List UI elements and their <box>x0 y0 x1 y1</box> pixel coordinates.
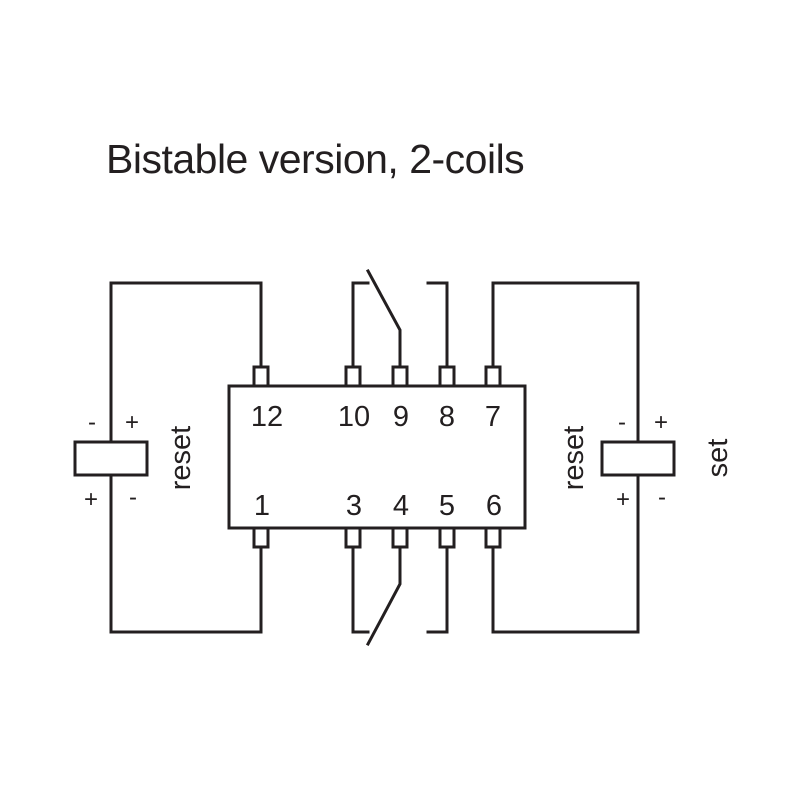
pin-10-stub <box>344 365 362 388</box>
left-coil-sign-bottom-right: - <box>129 484 137 511</box>
right-coil <box>600 440 676 477</box>
top-contact-wire-8 <box>426 281 449 369</box>
right-coil-sign-bottom-left: + <box>616 486 630 513</box>
pin-1-stub <box>252 526 270 549</box>
pin-9-stub <box>391 365 409 388</box>
bottom-contact-wire-3 <box>351 545 370 634</box>
right-coil-wire-top <box>491 281 640 444</box>
left-coil-reset-label: reset <box>165 426 197 490</box>
pin-label-9: 9 <box>393 401 409 433</box>
left-coil-wire-top <box>109 281 263 444</box>
pin-12-stub <box>252 365 270 388</box>
pin-label-8: 8 <box>439 401 455 433</box>
right-coil-sign-top-left: - <box>618 409 626 436</box>
pin-6-stub <box>484 526 502 549</box>
pin-7-stub <box>484 365 502 388</box>
relay-body <box>227 384 527 530</box>
bottom-contact-wire-5 <box>426 545 449 634</box>
pin-label-1: 1 <box>254 490 270 522</box>
bottom-contact-arm <box>365 545 402 647</box>
left-coil-sign-top-left: - <box>88 409 96 436</box>
left-coil <box>73 440 149 477</box>
left-coil-sign-top-right: + <box>125 409 139 436</box>
pin-label-10: 10 <box>338 401 370 433</box>
right-side-reset-label: reset <box>558 426 590 490</box>
pin-3-stub <box>344 526 362 549</box>
right-coil-set-label: set <box>702 439 734 478</box>
pin-label-7: 7 <box>485 401 501 433</box>
left-coil-sign-bottom-left: + <box>84 486 98 513</box>
diagram-title: Bistable version, 2-coils <box>106 136 525 182</box>
right-coil-sign-bottom-right: - <box>658 484 666 511</box>
pin-8-stub <box>438 365 456 388</box>
pin-label-3: 3 <box>346 490 362 522</box>
top-contact-arm <box>365 268 402 369</box>
top-pins <box>252 365 502 388</box>
pin-label-6: 6 <box>486 490 502 522</box>
top-contact-wire-10 <box>351 281 370 369</box>
pin-4-stub <box>391 526 409 549</box>
right-coil-wire-bottom <box>491 473 640 634</box>
pin-5-stub <box>438 526 456 549</box>
bottom-pins <box>252 526 502 549</box>
right-coil-sign-top-right: + <box>654 409 668 436</box>
pin-label-5: 5 <box>439 490 455 522</box>
left-coil-wire-bottom <box>109 473 263 634</box>
pin-label-4: 4 <box>393 490 409 522</box>
pin-label-12: 12 <box>251 401 283 433</box>
